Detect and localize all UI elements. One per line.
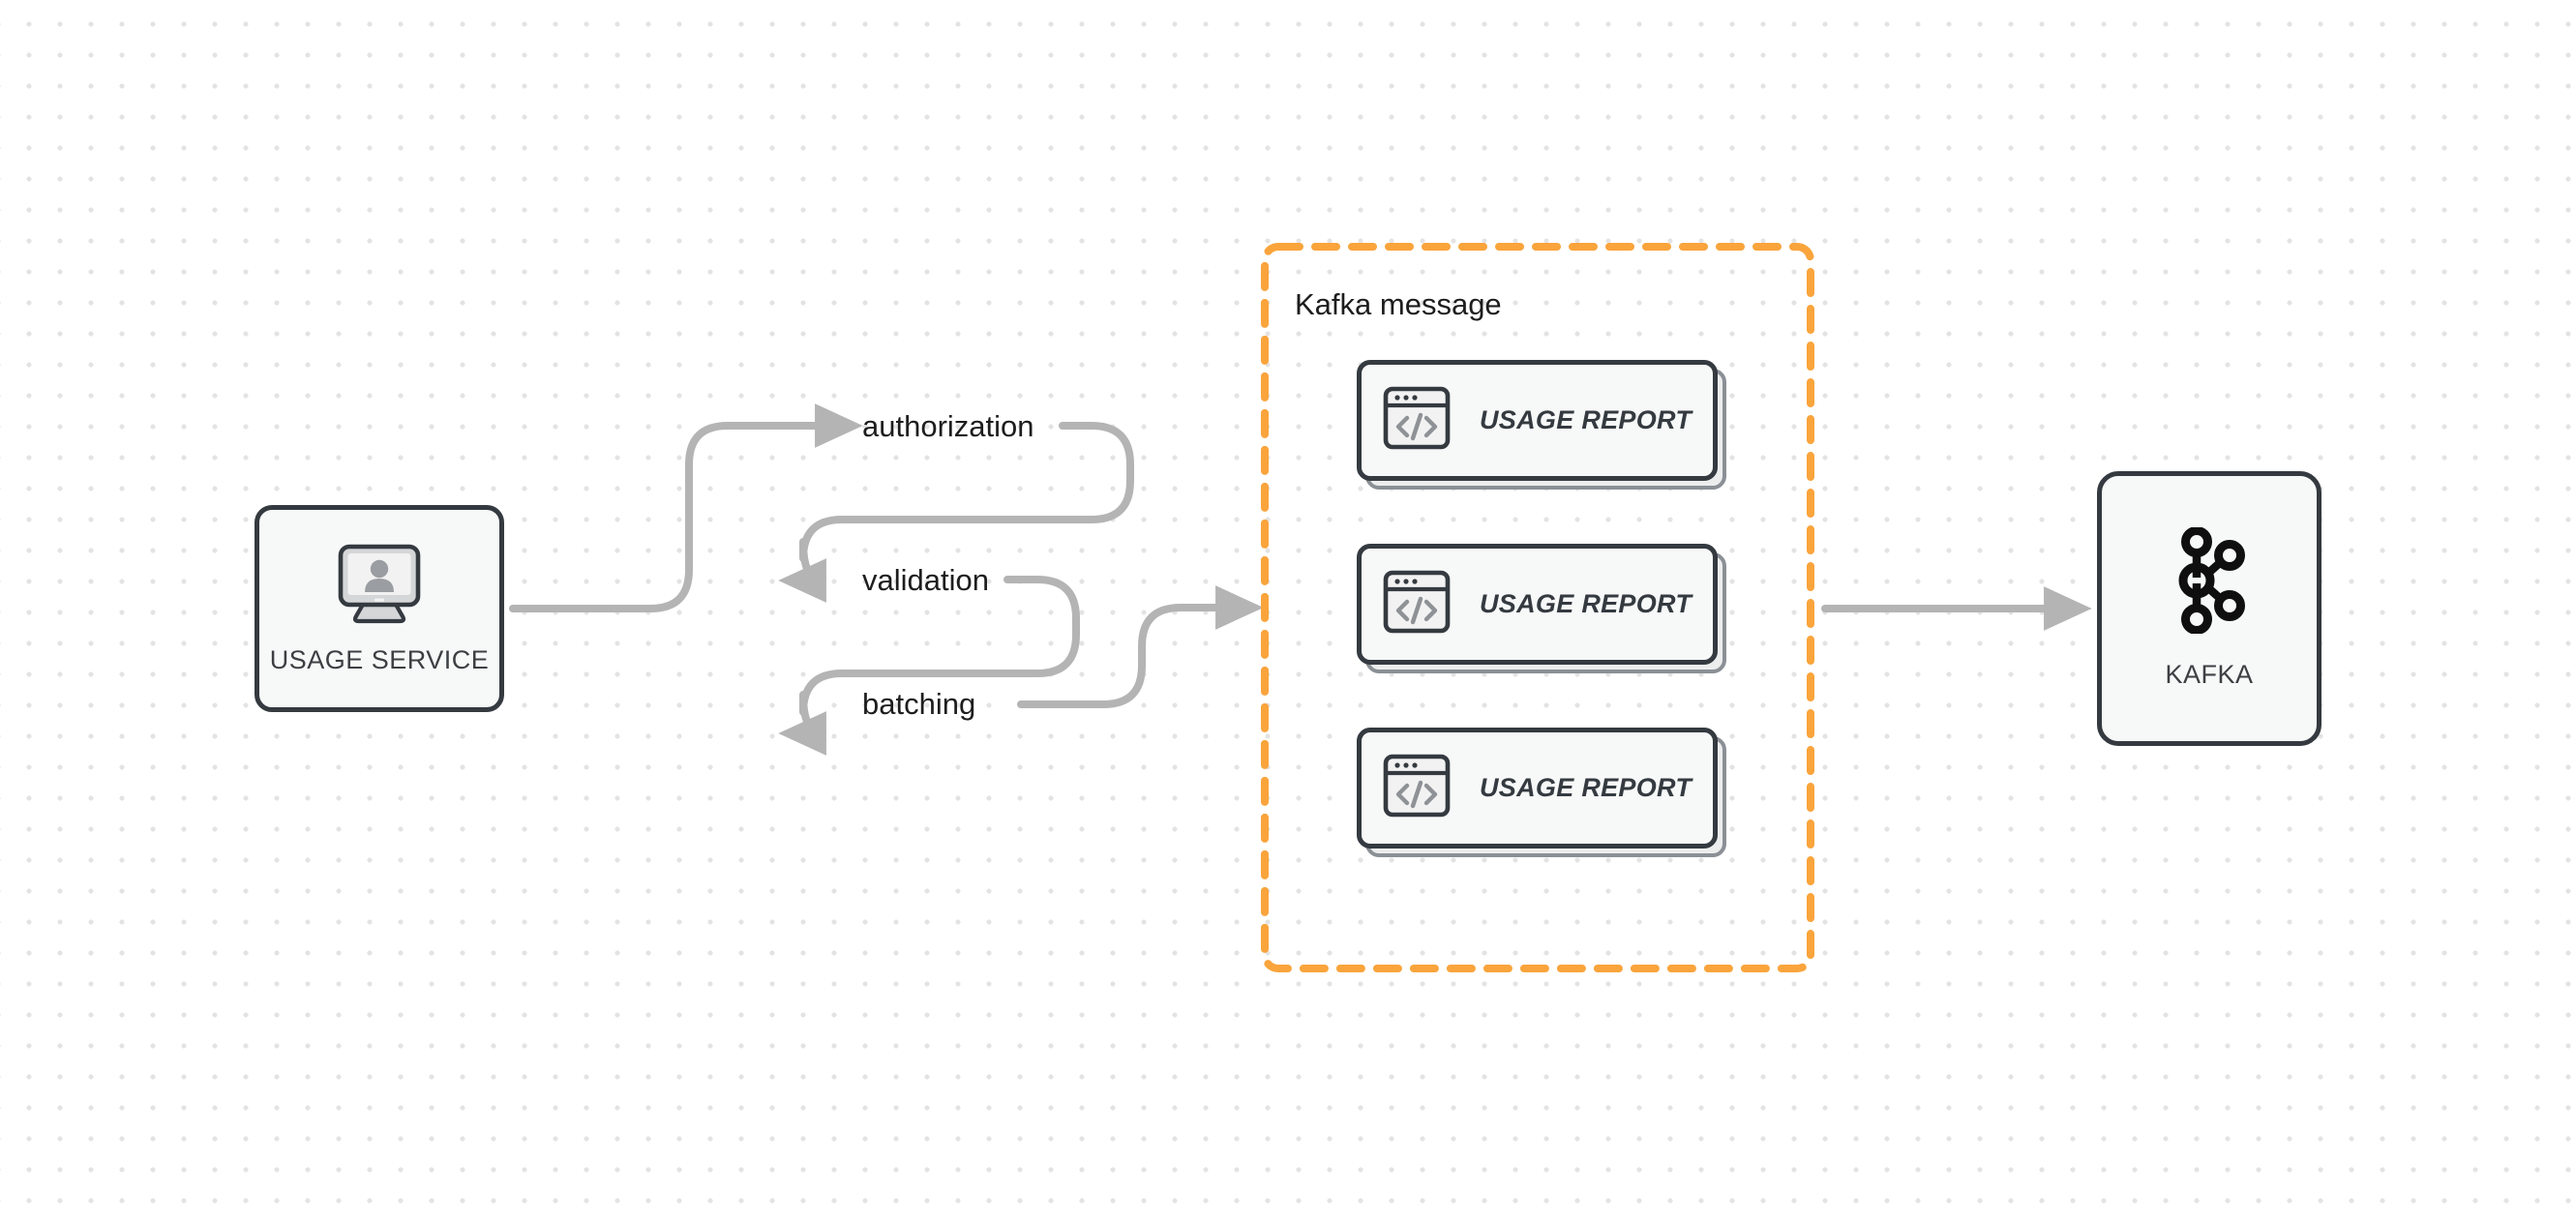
node-usage-service[interactable]: USAGE SERVICE <box>255 505 504 712</box>
node-kafka[interactable]: KAFKA <box>2097 471 2321 746</box>
usage-report-card-label: USAGE REPORT <box>1480 405 1692 434</box>
code-window-icon <box>1383 754 1451 822</box>
usage-report-card-label: USAGE REPORT <box>1480 589 1692 618</box>
kafka-logo-icon <box>2169 526 2250 639</box>
stage-label-validation[interactable]: validation <box>862 563 989 597</box>
connector-usage-service-to-authorization <box>509 403 863 612</box>
group-title: Kafka message <box>1295 287 1502 321</box>
usage-report-card[interactable]: USAGE REPORT <box>1357 728 1726 857</box>
group-dashed-border <box>1261 243 1814 972</box>
connector-batching-to-kafka-message <box>1017 585 1264 708</box>
node-usage-service-label: USAGE SERVICE <box>269 645 490 674</box>
usage-report-card[interactable]: USAGE REPORT <box>1357 544 1726 673</box>
code-window-icon <box>1383 386 1451 455</box>
card-front: USAGE REPORT <box>1357 544 1718 665</box>
usage-report-card-label: USAGE REPORT <box>1480 773 1692 802</box>
group-kafka-message[interactable]: Kafka message <box>1261 243 1814 972</box>
connector-authorization-to-validation <box>778 422 1134 603</box>
code-window-icon <box>1383 570 1451 639</box>
stage-label-authorization[interactable]: authorization <box>862 409 1034 443</box>
usage-report-card[interactable]: USAGE REPORT <box>1357 360 1726 490</box>
stage-label-batching[interactable]: batching <box>862 687 976 721</box>
card-front: USAGE REPORT <box>1357 360 1718 481</box>
card-front: USAGE REPORT <box>1357 728 1718 849</box>
node-kafka-label: KAFKA <box>2165 660 2254 689</box>
monitor-user-icon <box>335 542 424 630</box>
